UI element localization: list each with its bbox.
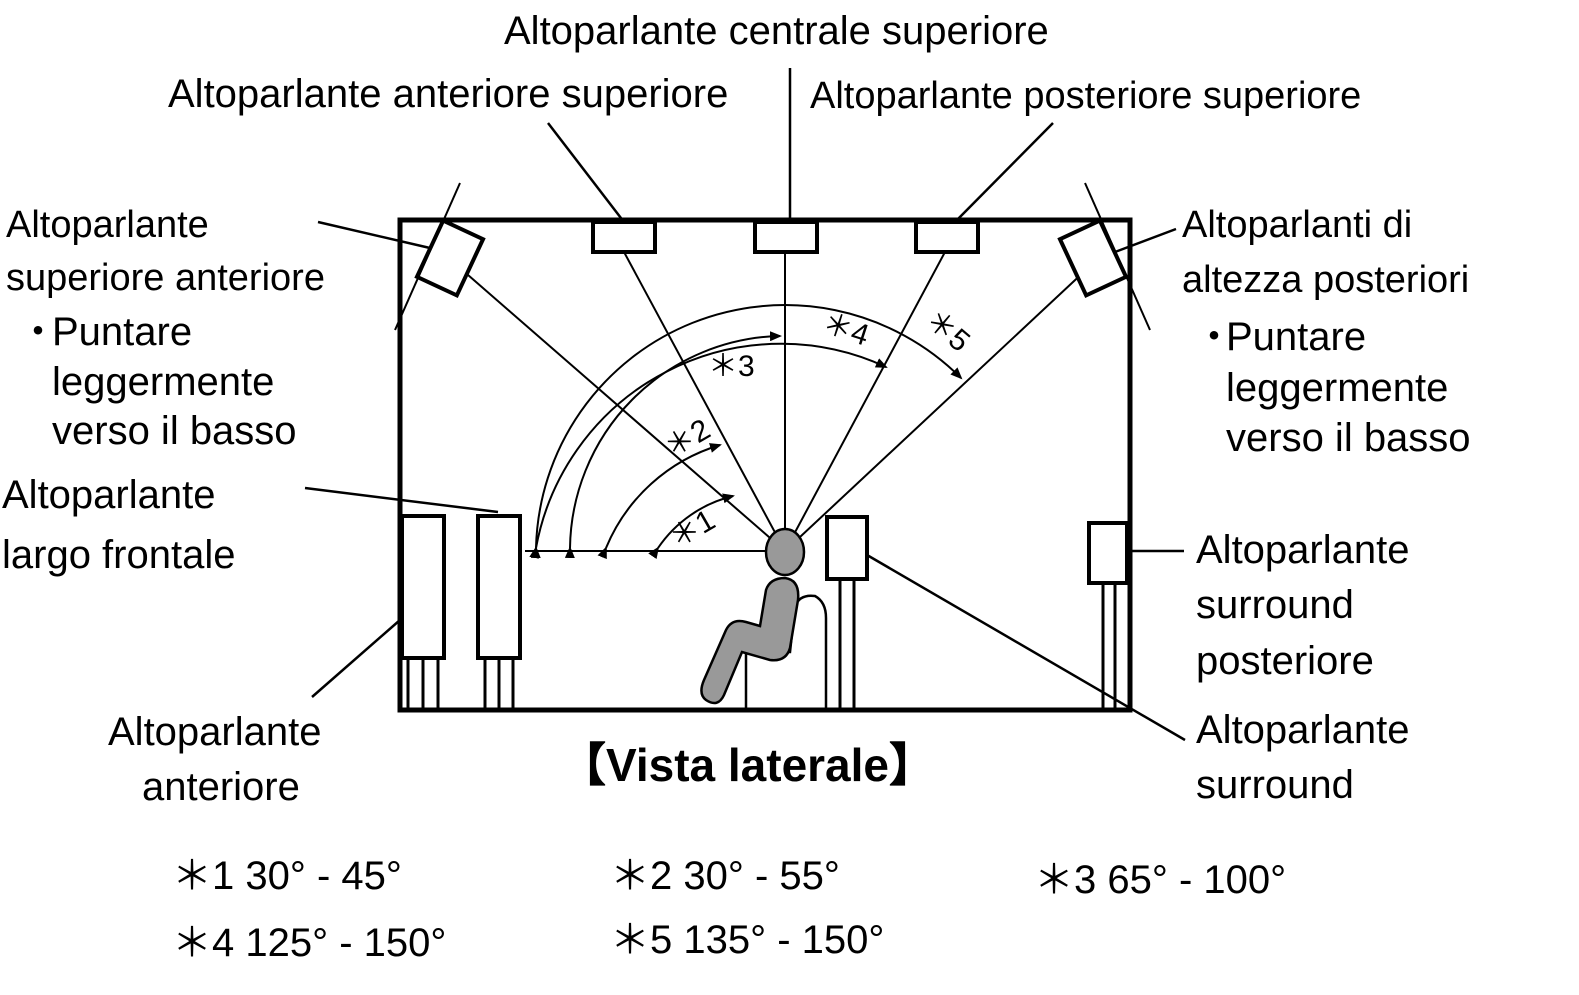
front-height-tip-line3: verso il basso (52, 409, 297, 453)
surround-back-label-line3: posteriore (1196, 639, 1374, 683)
front-label-line1: Altoparlante (108, 710, 321, 754)
angle-arcs (529, 304, 963, 560)
front-wide-speaker (476, 514, 522, 708)
note-4: ＊4 125° - 150° (172, 921, 446, 965)
front-wide-label-line1: Altoparlante (2, 473, 215, 517)
note-3: ＊3 65° - 100° (1034, 858, 1286, 902)
top-front-speaker-label: Altoparlante anteriore superiore (168, 72, 728, 116)
front-height-label-line2: superiore anteriore (6, 257, 325, 299)
rear-height-tip-bullet: ・ (1194, 315, 1234, 359)
top-front-speaker (591, 220, 657, 254)
angle-mark-2: ＊2 (659, 413, 716, 465)
note-5: ＊5 135° - 150° (610, 918, 884, 962)
listener-body (700, 576, 800, 705)
diagram-title: 【Vista laterale】 (560, 739, 935, 791)
front-height-tip-line2: leggermente (52, 360, 274, 404)
rear-height-tip-line1: Puntare (1226, 315, 1366, 359)
note-2: ＊2 30° - 55° (610, 854, 840, 898)
angle-mark-1: ＊1 (664, 504, 721, 556)
front-height-axis (394, 182, 461, 331)
surround-back-label-line2: surround (1196, 583, 1354, 627)
rear-height-axis (1084, 182, 1151, 331)
top-center-speaker (753, 220, 819, 254)
angle-rays (459, 251, 1089, 552)
arc-5 (530, 304, 963, 559)
rear-height-speaker (1057, 217, 1129, 299)
rear-height-label-line1: Altoparlanti di (1182, 204, 1412, 246)
front-label-line2: anteriore (142, 765, 300, 809)
listener-head (764, 527, 806, 577)
rear-height-label-line2: altezza posteriori (1182, 259, 1469, 301)
front-wide-label-line2: largo frontale (2, 533, 235, 577)
top-rear-speaker-label: Altoparlante posteriore superiore (810, 75, 1361, 117)
angle-mark-3: ＊3 (708, 350, 755, 383)
rear-height-tip-line2: leggermente (1226, 366, 1448, 410)
top-center-speaker-label: Altoparlante centrale superiore (504, 9, 1049, 53)
surround-speaker (825, 515, 869, 708)
surround-back-label-line1: Altoparlante (1196, 528, 1409, 572)
front-height-label-line1: Altoparlante (6, 204, 209, 246)
top-rear-speaker (914, 220, 980, 254)
angle-mark-4: ＊4 (818, 307, 873, 353)
surround-label-line1: Altoparlante (1196, 708, 1409, 752)
angle-markers: ＊1 ＊2 ＊3 ＊4 ＊5 (659, 303, 976, 555)
rear-height-tip-line3: verso il basso (1226, 416, 1471, 460)
front-speaker (400, 514, 446, 708)
listener (700, 527, 806, 705)
leader-lines (304, 68, 1186, 742)
note-1: ＊1 30° - 45° (172, 854, 402, 898)
front-height-tip-bullet: ・ (18, 310, 58, 354)
surround-back-speaker (1087, 521, 1129, 708)
surround-label-line2: surround (1196, 763, 1354, 807)
front-height-tip-line1: Puntare (52, 310, 192, 354)
